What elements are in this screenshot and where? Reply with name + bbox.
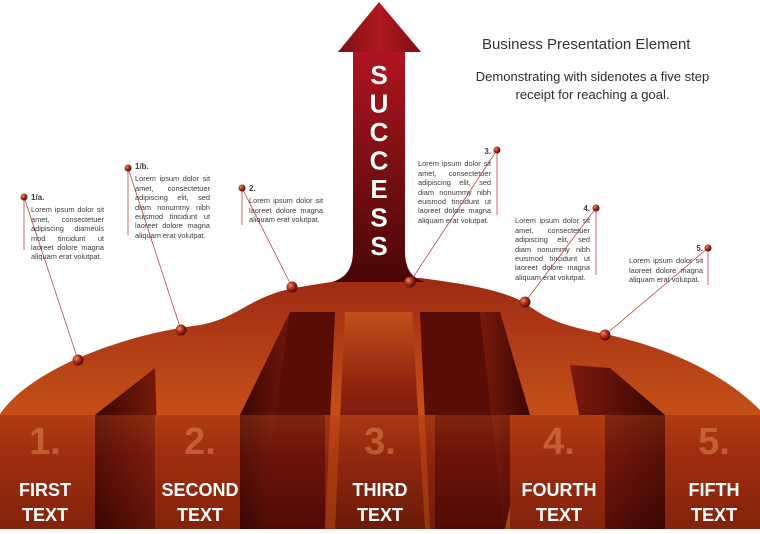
note-5: 5. Lorem ipsum dolor sit laoreet dolore …	[629, 244, 703, 285]
success-letter: S	[370, 60, 387, 90]
note-1b-tag: 1/b.	[135, 162, 149, 171]
page-subtitle: Demonstrating with sidenotes a five step…	[475, 69, 710, 102]
note-1b-text: Lorem ipsum dolor sit amet, consectetuer…	[135, 174, 210, 240]
step-4-number: 4.	[543, 421, 575, 463]
note-5-text: Lorem ipsum dolor sit laoreet dolore mag…	[629, 256, 703, 285]
note-1a-tag: 1/a.	[31, 193, 45, 202]
success-arrow-head	[338, 2, 421, 52]
note-4-text: Lorem ipsum dolor sit amet, consectetuer…	[515, 216, 590, 282]
page-title: Business Presentation Element	[482, 36, 691, 53]
note-2-text: Lorem ipsum dolor sit laoreet dolore mag…	[249, 196, 323, 225]
note-2: 2. Lorem ipsum dolor sit laoreet dolore …	[249, 184, 323, 225]
success-letter: C	[370, 117, 389, 147]
note-5-tag: 5.	[696, 244, 703, 253]
note-2-tag: 2.	[249, 184, 256, 193]
note-3: 3. Lorem ipsum dolor sit amet, consectet…	[418, 147, 491, 225]
note-3-tag: 3.	[484, 147, 491, 156]
note-1a-text: Lorem ipsum dolor sit amet, consectetuer…	[31, 205, 104, 262]
success-letter: C	[370, 146, 389, 176]
success-letter: U	[370, 89, 389, 119]
step-3-number: 3.	[364, 421, 396, 463]
success-arrow	[332, 52, 425, 282]
success-letter: S	[370, 203, 387, 233]
note-1a: 1/a. Lorem ipsum dolor sit amet, consect…	[31, 193, 104, 262]
success-letter: S	[370, 231, 387, 261]
marker-dots	[20, 146, 712, 366]
step-2-number: 2.	[184, 421, 216, 463]
step-1-number: 1.	[29, 421, 61, 463]
note-4: 4. Lorem ipsum dolor sit amet, consectet…	[515, 204, 590, 282]
note-3-text: Lorem ipsum dolor sit amet, consectetuer…	[418, 159, 491, 225]
note-4-tag: 4.	[583, 204, 590, 213]
step-5-number: 5.	[698, 421, 730, 463]
success-letter: E	[370, 174, 387, 204]
note-1b: 1/b. Lorem ipsum dolor sit amet, consect…	[135, 162, 210, 240]
leader-lines	[23, 149, 709, 361]
